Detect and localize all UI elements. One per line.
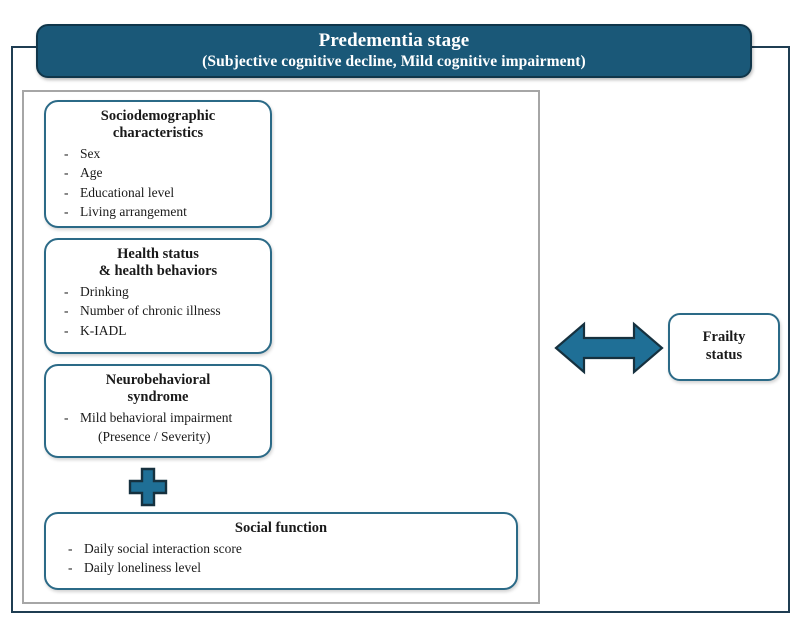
plus-symbol-icon [128,467,168,507]
bullet-dash: - [64,303,69,319]
list-item-label: Age [80,165,103,181]
list-item: - Number of chronic illness [46,301,270,320]
card-title-line: Sociodemographic [100,108,216,124]
card-item-list: - Drinking - Number of chronic illness -… [46,282,270,339]
card-title-line: Frailty [702,329,746,346]
card-title-line: Social function [234,520,328,536]
list-item-label: Number of chronic illness [80,303,221,319]
list-item-label: Drinking [80,284,129,300]
card-neurobehavioral-syndrome: Neurobehavioral syndrome - Mild behavior… [44,364,272,458]
list-item: - Living arrangement [46,202,270,221]
list-item: - K-IADL [46,321,270,340]
bullet-dash: - [68,560,73,576]
card-title: Social function [54,520,508,537]
card-item-list: - Sex - Age - Educational level - Living… [46,144,270,221]
card-frailty-status: Frailty status [668,313,780,381]
bullet-dash: - [64,284,69,300]
card-item-list: - Daily social interaction score - Daily… [46,539,516,577]
header-title: Predementia stage [318,29,470,51]
list-item-sub-note: (Presence / Severity) [98,429,211,445]
list-item: - Drinking [46,282,270,301]
list-item: - Mild behavioral impairment [46,408,270,427]
list-item-label: Daily social interaction score [84,541,242,557]
list-item: - Daily loneliness level [46,558,516,577]
card-title-line: Health status [117,246,199,262]
card-title-line: syndrome [127,389,189,406]
card-health-status-behaviors: Health status & health behaviors - Drink… [44,238,272,354]
predementia-stage-header: Predementia stage (Subjective cognitive … [36,24,752,78]
list-item: - Sex [46,144,270,163]
card-sociodemographic-characteristics: Sociodemographic characteristics - Sex -… [44,100,272,228]
bidirectional-arrow-icon [554,320,664,376]
list-item: - Age [46,163,270,182]
header-subtitle: (Subjective cognitive decline, Mild cogn… [202,52,586,70]
list-item: - Daily social interaction score [46,539,516,558]
list-item-label: Educational level [80,184,175,200]
card-title: Health status & health behaviors [54,246,262,280]
list-item-label: K-IADL [80,322,127,338]
list-item-label: Living arrangement [80,203,187,219]
list-item-label: Daily loneliness level [84,560,201,576]
bullet-dash: - [64,146,69,162]
list-item: - Educational level [46,183,270,202]
list-item-label: Sex [80,146,101,162]
bullet-dash: - [64,165,69,181]
card-title-line: characteristics [112,125,204,142]
bullet-dash: - [64,203,69,219]
card-title: Neurobehavioral syndrome [54,372,262,406]
card-title-line: & health behaviors [98,263,218,280]
card-title: Sociodemographic characteristics [54,108,262,142]
bullet-dash: - [64,184,69,200]
card-social-function: Social function - Daily social interacti… [44,512,518,590]
card-title-line: Neurobehavioral [105,372,211,388]
card-title-line: status [705,347,743,363]
bullet-dash: - [68,541,73,557]
bullet-dash: - [64,322,69,338]
bullet-dash: - [64,410,69,426]
card-item-list: - Mild behavioral impairment [46,408,270,427]
list-item-label: Mild behavioral impairment [80,410,233,426]
